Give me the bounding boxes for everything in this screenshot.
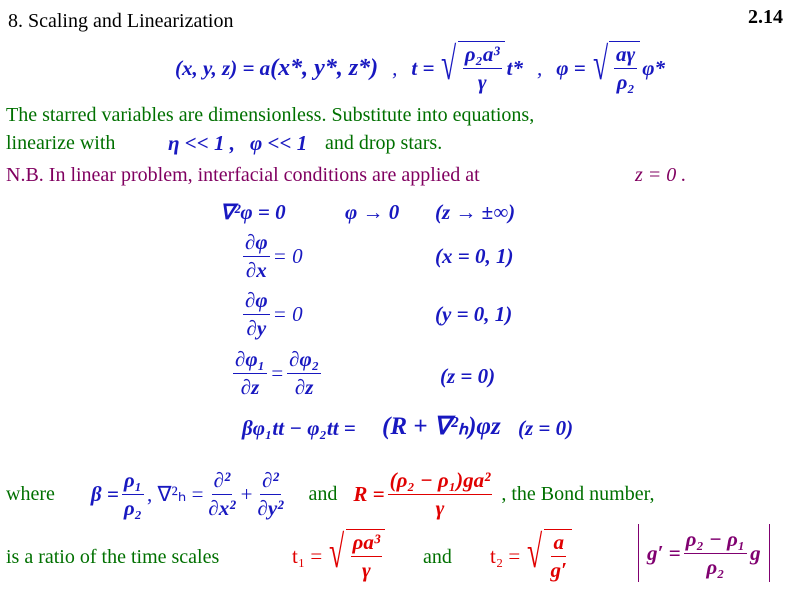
bc-y-domain: (y = 0, 1) — [435, 302, 513, 326]
dynamic-lhs: βφ₁tt − φ₂tt = — [242, 416, 356, 440]
bond-numerator: (ρ₂ − ρ₁)ga² — [387, 468, 493, 495]
far-field-domain: (z → ±∞) — [435, 200, 516, 224]
t-lhs: t = — [411, 55, 435, 80]
t1-numerator: ρa³ — [350, 530, 383, 557]
intro-line2-start: linearize with — [6, 132, 116, 154]
and-label-2: and — [423, 546, 452, 568]
comma: , — [392, 55, 398, 80]
laplace-equation: ∇²φ = 0 — [220, 200, 286, 224]
phi-numerator: aγ — [614, 42, 638, 69]
rhs: = 0 — [272, 302, 303, 326]
phi-star: φ* — [642, 55, 666, 80]
condition-phi: φ << 1 — [250, 131, 308, 155]
page-number: 2.14 — [748, 6, 783, 28]
t-numerator: ρ₂a³ — [462, 42, 502, 69]
kinematic-equation: ∂φ₁∂z = ∂φ₂∂z — [230, 347, 324, 400]
numerator: ∂φ — [243, 288, 270, 315]
intro-line1: The starred variables are dimensionless.… — [6, 104, 535, 126]
dynamic-rhs: (R + ∇²ₕ)φz — [382, 413, 501, 440]
comma: , — [537, 55, 543, 80]
bc-y-equation: ∂φ∂y = 0 — [240, 288, 303, 341]
bond-number-label: , the Bond number, — [501, 482, 655, 505]
plus: + — [240, 481, 253, 506]
phi-denominator: ρ₂ — [616, 70, 635, 94]
d2y-numerator: ∂² — [260, 468, 281, 495]
dynamic-domain: (z = 0) — [518, 416, 574, 440]
equals: = — [269, 361, 285, 385]
where-label: where — [6, 482, 55, 505]
laplacian-lhs: , ∇²ₕ = — [146, 481, 204, 506]
g-numerator: ρ₂ − ρ₁ — [683, 527, 748, 554]
phi-lhs: φ = — [556, 55, 586, 80]
bond-denominator: γ — [435, 495, 445, 520]
beta-lhs: β = — [90, 481, 119, 506]
bc-x-domain: (x = 0, 1) — [435, 244, 514, 268]
numerator: ∂φ₁ — [233, 347, 267, 374]
rhs: = 0 — [272, 244, 303, 268]
denominator: ∂z — [240, 375, 260, 399]
intro-line2-end: and drop stars. — [325, 132, 443, 154]
beta-numerator: ρ₁ — [121, 468, 144, 495]
kinematic-domain: (z = 0) — [440, 364, 496, 388]
t2-denominator: g′ — [550, 558, 567, 582]
g-denominator: ρ₂ — [706, 554, 725, 579]
denominator: ∂x — [245, 258, 267, 282]
numerator: ∂φ — [243, 230, 270, 257]
g-prime-lhs: g′ = — [647, 540, 681, 565]
coords-lhs: (x, y, z) = a — [175, 55, 271, 80]
nb-location: z = 0 . — [635, 164, 687, 186]
bond-lhs: R = — [353, 481, 385, 506]
condition-eta: η << 1 , — [168, 131, 235, 155]
ratio-text: is a ratio of the time scales — [6, 546, 220, 568]
denominator: ∂z — [294, 375, 314, 399]
t1-denominator: γ — [361, 558, 371, 582]
nb-text: N.B. In linear problem, interfacial cond… — [6, 164, 480, 186]
g-symbol: g — [750, 540, 761, 565]
d2y-denominator: ∂y² — [257, 495, 284, 520]
t-denominator: γ — [477, 70, 487, 94]
numerator: ∂φ₂ — [287, 347, 322, 374]
t2-numerator: a — [551, 530, 566, 557]
t2-lhs: t₂ = — [490, 543, 521, 568]
beta-denominator: ρ₂ — [123, 495, 142, 520]
t1-lhs: t₁ = — [292, 543, 323, 568]
starred-coords: (x*, y*, z*) — [270, 54, 379, 81]
denominator: ∂y — [246, 316, 267, 340]
bc-x-equation: ∂φ∂x = 0 — [240, 230, 303, 283]
t-star: t* — [506, 55, 523, 80]
far-field-condition: φ → 0 — [345, 200, 400, 224]
and-label: and — [308, 482, 338, 505]
d2x-numerator: ∂² — [211, 468, 233, 495]
d2x-denominator: ∂x² — [208, 495, 236, 520]
slide-title: 8. Scaling and Linearization — [8, 10, 234, 32]
